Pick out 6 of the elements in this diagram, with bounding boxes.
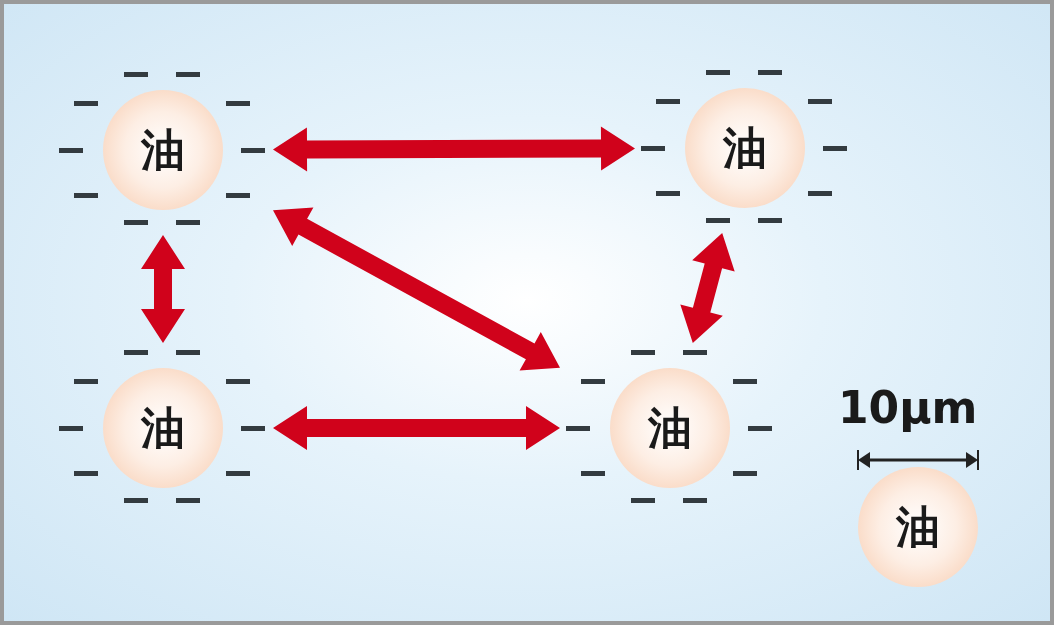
dimension-label: 10μm — [838, 382, 978, 433]
double-arrow — [273, 207, 560, 371]
double-arrow — [141, 235, 185, 343]
double-arrow — [680, 233, 735, 343]
double-arrow — [273, 406, 560, 450]
double-arrow — [273, 126, 635, 172]
